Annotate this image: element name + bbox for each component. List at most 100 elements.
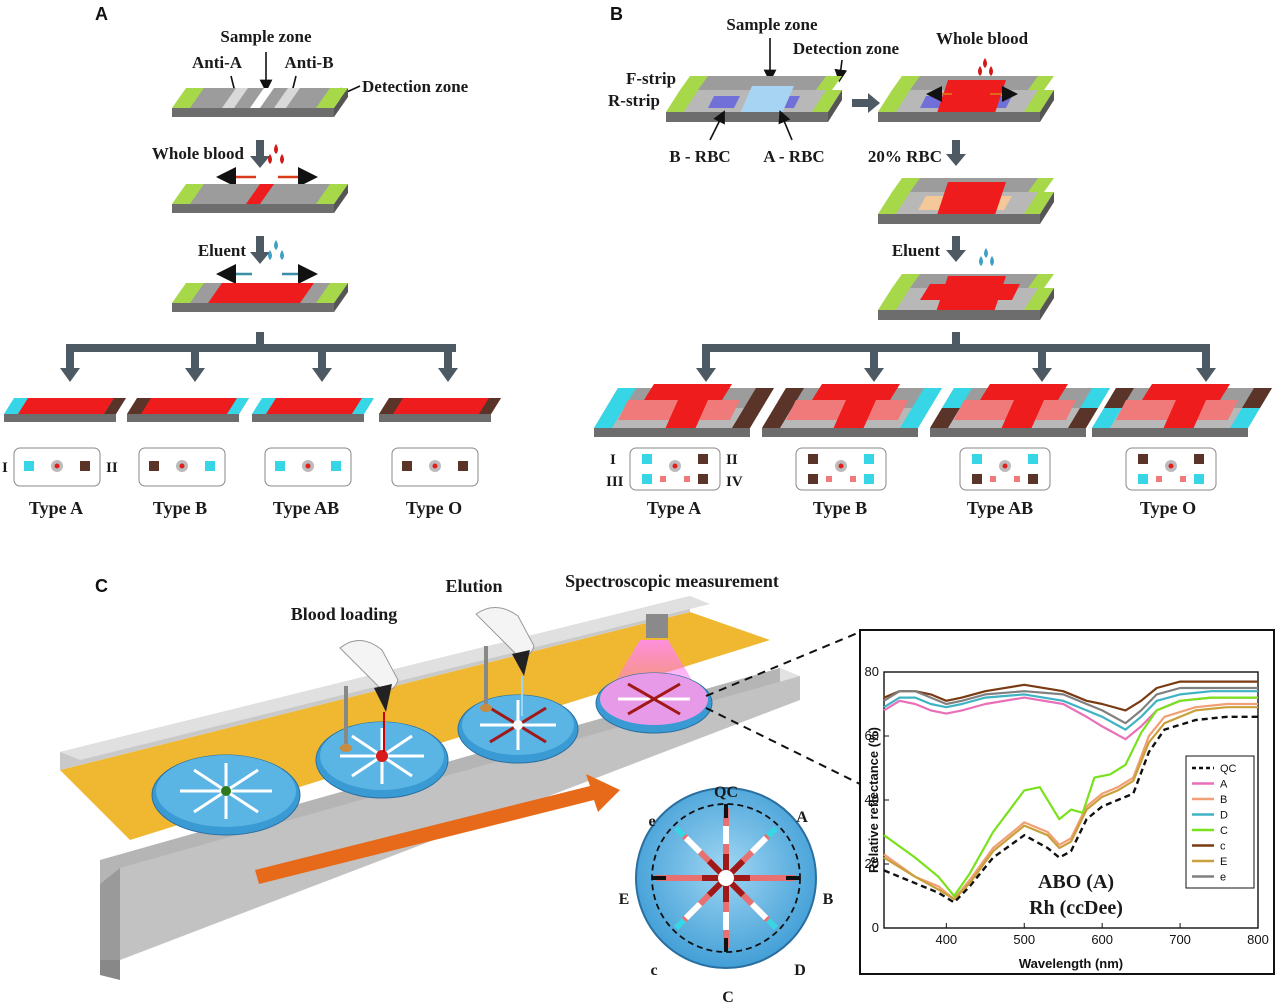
b-brbc-label: B - RBC	[669, 147, 730, 166]
b-f-strip-label: F-strip	[626, 69, 676, 88]
y-tick-label: 60	[865, 728, 879, 743]
zoom-line-bottom	[705, 707, 861, 785]
b-strip-blood	[878, 76, 1054, 122]
b-roman-iii: III	[606, 474, 624, 490]
legend-label: e	[1220, 872, 1226, 884]
annotation-rh: Rh (ccDee)	[1029, 897, 1123, 919]
big-disc	[635, 787, 817, 969]
legend-box	[1185, 755, 1255, 889]
a-type-a-label: Type A	[29, 498, 83, 518]
c-spectroscopic-label: Spectroscopic measurement	[565, 571, 779, 591]
a-anti-a-label: Anti-A	[192, 53, 243, 72]
c-blood-loading-label: Blood loading	[291, 604, 398, 624]
annotation-abo: ABO (A)	[1038, 871, 1114, 893]
pipette-2-icon	[475, 607, 535, 716]
a-eluent-label: Eluent	[198, 241, 247, 260]
series-line-c	[883, 680, 1258, 712]
b-strip-rbc	[878, 178, 1054, 224]
a-roman-i: I	[2, 460, 8, 476]
a-type-b-label: Type B	[153, 498, 207, 518]
panel-c-letter: C	[95, 576, 108, 596]
panel-c: C	[60, 571, 1275, 1005]
a-blood-drops-icon	[268, 144, 284, 164]
x-tick-label: 400	[935, 932, 957, 947]
a-sample-zone-label: Sample zone	[220, 27, 312, 46]
b-strip-initial	[666, 76, 842, 122]
b-result-type-ab	[930, 384, 1110, 437]
panel-a: A Sample zone Anti-A Anti-B Detection zo…	[2, 4, 501, 518]
legend-label: E	[1220, 856, 1227, 868]
b-roman-iv: IV	[726, 474, 743, 490]
disc-label-b: B	[823, 891, 834, 908]
b-step-arrow	[852, 93, 880, 113]
b-eluent-label: Eluent	[892, 241, 941, 260]
series-line-C	[883, 696, 1258, 898]
b-roman-ii: II	[726, 452, 738, 468]
b-sample-zone-label: Sample zone	[726, 15, 818, 34]
a-branch-tree	[60, 332, 458, 382]
a-whole-blood-label: Whole blood	[152, 144, 245, 163]
a-strip-initial	[172, 88, 348, 117]
disc-label-e-lower: e	[648, 813, 655, 830]
b-arbc-label: A - RBC	[763, 147, 824, 166]
y-tick-label: 40	[865, 792, 879, 807]
b-detection-zone-label: Detection zone	[793, 39, 900, 58]
track-disc-2	[315, 721, 449, 799]
b-r-strip-label: R-strip	[608, 91, 660, 110]
a-anti-b-label: Anti-B	[284, 53, 333, 72]
panel-b-letter: B	[610, 4, 623, 24]
b-detection-pointer	[834, 59, 848, 83]
track-disc-1	[151, 754, 301, 836]
direction-arrow	[255, 774, 620, 884]
legend-label: c	[1220, 841, 1226, 853]
b-strip-eluted	[878, 274, 1054, 320]
b-result-type-a	[594, 384, 774, 437]
disc-label-c-upper: C	[722, 989, 734, 1005]
a-result-type-ab	[252, 398, 374, 422]
a-type-o-label: Type O	[406, 498, 462, 518]
legend-label: A	[1220, 779, 1228, 791]
b-arbc-pointer	[778, 110, 793, 141]
x-tick-label: 500	[1013, 932, 1035, 947]
track-disc-3	[457, 694, 579, 764]
series-line-E	[883, 706, 1258, 901]
b-result-type-o	[1092, 384, 1272, 437]
series-line-e	[883, 686, 1258, 725]
b-type-ab-label: Type AB	[967, 498, 1033, 518]
a-result-type-a	[4, 398, 126, 422]
b-type-a-label: Type A	[647, 498, 701, 518]
a-strip-blood	[172, 167, 348, 213]
y-axis-title: Relative reflectance (%)	[866, 727, 881, 873]
legend-label: B	[1220, 794, 1227, 806]
a-detection-zone-label: Detection zone	[362, 77, 469, 96]
a-readout-boxes	[13, 447, 479, 487]
x-axis-title: Wavelength (nm)	[1019, 956, 1123, 971]
disc-label-d: D	[794, 962, 806, 979]
disc-label-qc: QC	[714, 784, 738, 801]
a-result-type-o	[379, 398, 501, 422]
a-flow-arrow-2	[250, 236, 270, 264]
b-type-o-label: Type O	[1140, 498, 1196, 518]
series-line-D	[883, 690, 1258, 731]
c-elution-label: Elution	[445, 576, 502, 596]
pipette-1-icon	[339, 640, 399, 752]
series-line-QC	[883, 715, 1258, 904]
b-flow-arrow-1	[946, 140, 966, 166]
x-tick-label: 700	[1169, 932, 1191, 947]
disc-label-c-lower: c	[650, 962, 657, 979]
b-20rbc-label: 20% RBC	[868, 147, 942, 166]
a-roman-ii: II	[106, 460, 118, 476]
x-tick-label: 600	[1091, 932, 1113, 947]
a-eluent-drops-icon	[268, 240, 284, 260]
panel-a-letter: A	[95, 4, 108, 24]
track-disc-4	[595, 614, 713, 734]
a-strip-eluted	[172, 264, 348, 312]
y-tick-label: 80	[865, 664, 879, 679]
legend-label: D	[1220, 810, 1228, 822]
a-type-ab-label: Type AB	[273, 498, 339, 518]
b-whole-blood-label: Whole blood	[936, 29, 1029, 48]
disc-label-e-upper: E	[619, 891, 630, 908]
